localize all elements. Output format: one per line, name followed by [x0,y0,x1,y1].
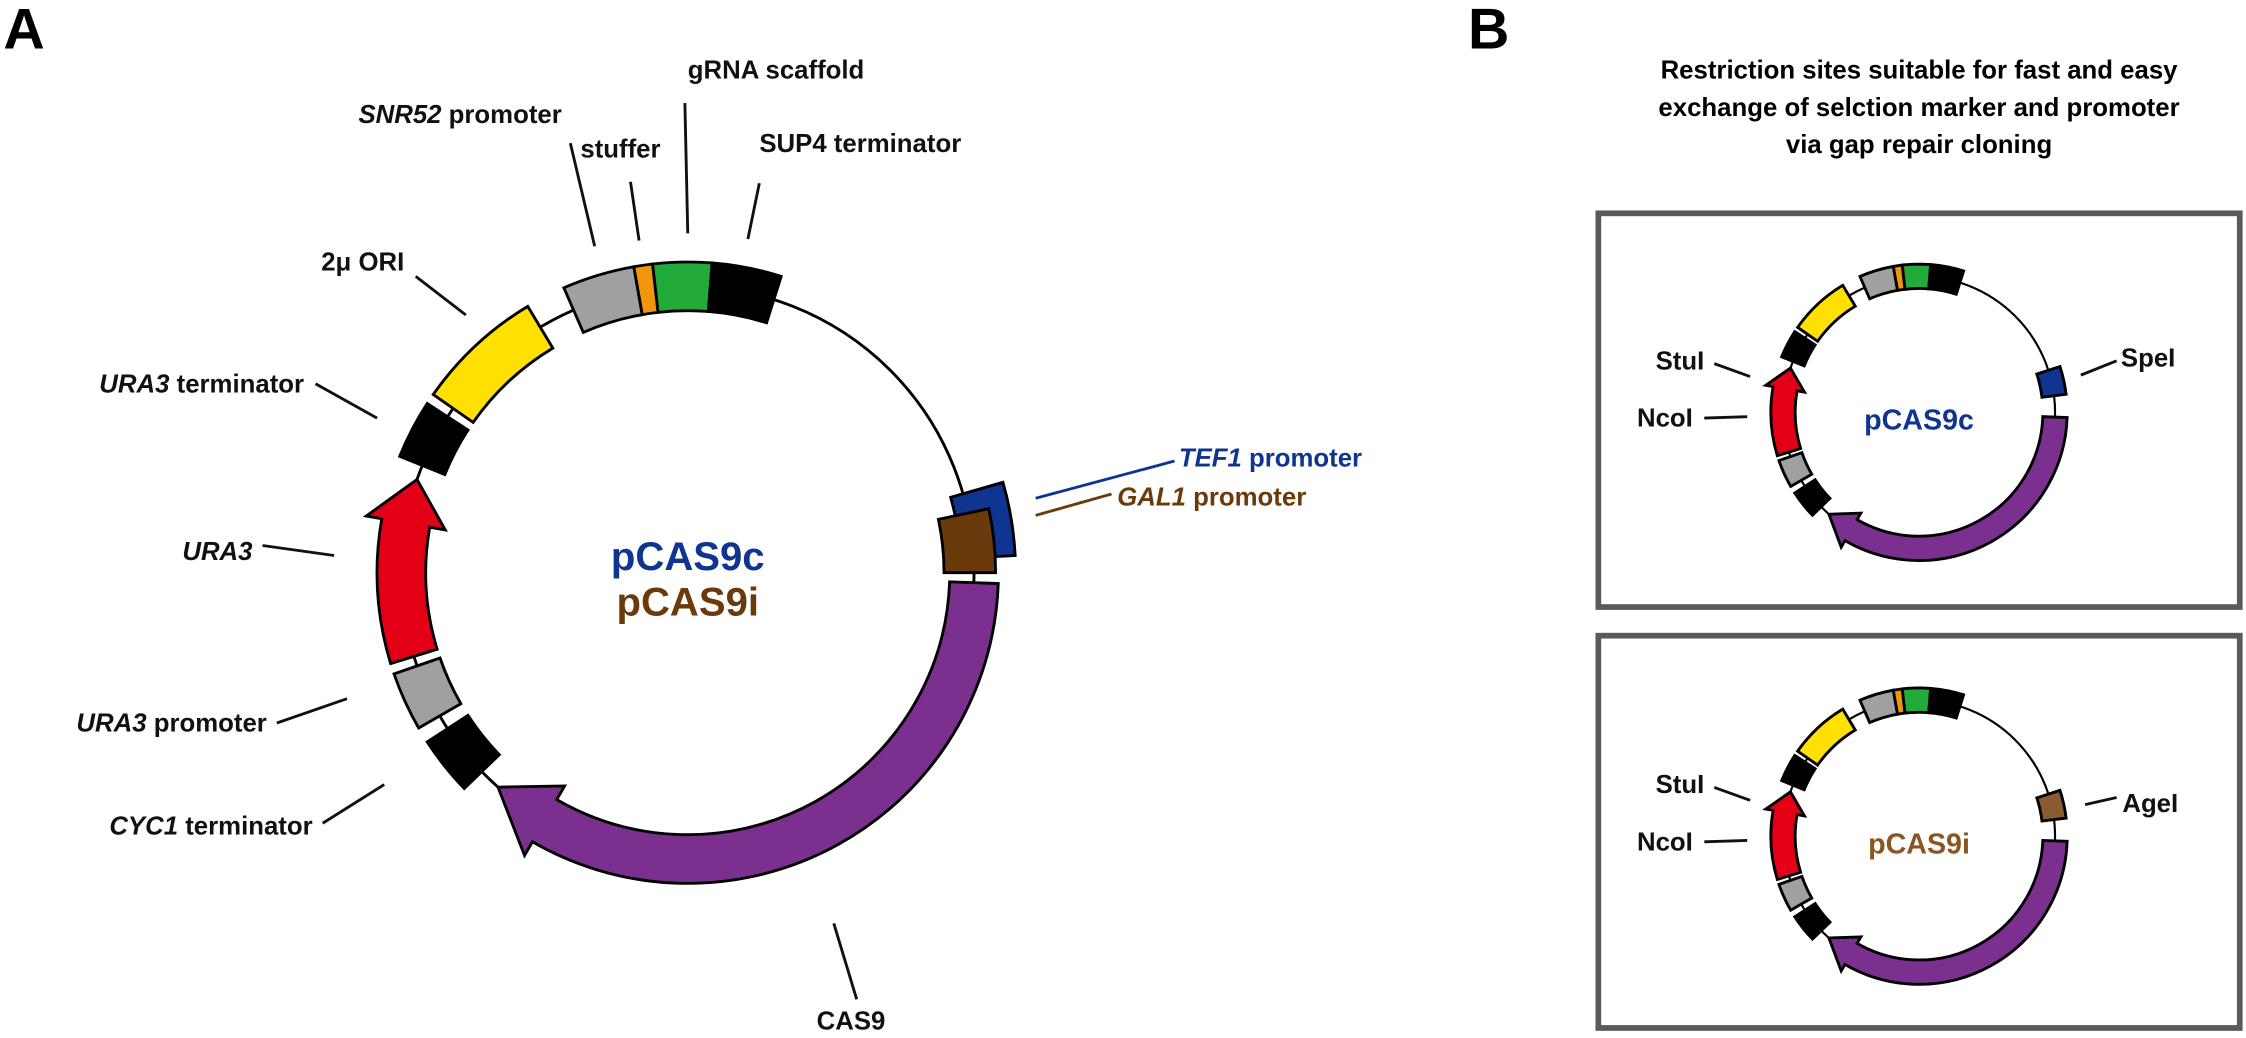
ura3-terminator-block [397,401,470,477]
sup4-terminator-block [1927,686,1966,720]
panel-b-title-line: via gap repair cloning [1786,131,2052,159]
cas9-arrow [1826,415,2069,562]
label-ura3-terminator: URA3 terminator [99,370,304,398]
ura3-promoter-block [1777,450,1814,489]
feature-labels: SNR52 promoter stuffer gRNA scaffold SUP… [76,57,1362,1036]
label-2u-ori: 2μ ORI [321,249,404,277]
leader-line [321,783,385,825]
leader-line [568,142,597,247]
restriction-site-labels-pcas9i: StuI NcoI AgeI pCAS9i [1637,771,2178,860]
map-box-pcas9c [1595,210,2243,610]
label-sup4-terminator: SUP4 terminator [759,130,961,158]
ura3-terminator-block [1779,329,1818,368]
ura3-arrow [1762,789,1808,882]
cas9-arrow [1826,838,2069,986]
grna-scaffold-block [1900,262,1933,291]
leader-line [1713,786,1751,802]
snr52-promoter-block [1858,688,1900,725]
label-ura3-promoter: URA3 promoter [76,710,266,738]
center-label-pcas9i-small: pCAS9i [1868,828,1970,860]
tef1-promoter-block [2035,364,2068,399]
panel-a-letter: A [3,0,44,62]
leader-line [832,923,859,1000]
label-cyc1-terminator: CYC1 terminator [109,813,312,841]
ura3-promoter-block [392,656,463,730]
leader-line [1713,362,1751,378]
plasmid-map-pcas9c [1762,262,2069,562]
2u-ori-block [431,304,555,425]
leader-line [414,275,467,317]
leader-line-tef1 [1035,459,1175,500]
restriction-site-labels-pcas9c: StuI NcoI SpeI pCAS9c [1637,345,2175,437]
plasmid-map-pcas9i [1762,686,2069,986]
sup4-terminator-block [1927,263,1966,297]
panel-b-letter: B [1468,0,1509,62]
leader-line [276,697,348,725]
center-label-pcas9c: pCAS9c [611,535,765,579]
site-ncoi: NcoI [1637,828,1693,856]
cyc1-terminator-block [1792,901,1832,942]
center-label-pcas9c-small: pCAS9c [1864,405,1974,437]
map-box-pcas9i [1595,632,2243,1031]
leader-line [2084,796,2117,807]
ura3-promoter-block [1777,874,1814,913]
label-tef1-promoter: TEF1 promoter [1179,445,1362,473]
label-ura3: URA3 [182,538,253,566]
cas9-arrow [495,580,1000,885]
2u-ori-block [1795,283,1858,344]
2u-ori-block [1795,707,1858,768]
leader-line [683,103,690,234]
leader-line [629,181,641,241]
label-stuffer: stuffer [580,135,660,163]
gal1-promoter-block [2035,788,2068,823]
grna-scaffold-block [651,260,714,314]
leader-line [2080,359,2118,377]
site-ncoi: NcoI [1637,405,1693,433]
leader-line [1704,415,1748,420]
ura3-terminator-block [1779,753,1818,792]
gal1-promoter-block [936,506,998,575]
panel-b-title-line: Restriction sites suitable for fast and … [1661,57,2179,85]
site-spei: SpeI [2121,345,2175,373]
leader-line-gal1 [1035,492,1112,517]
label-grna-scaffold: gRNA scaffold [688,57,865,85]
label-snr52-promoter: SNR52 promoter [358,101,561,129]
label-cas9: CAS9 [817,1007,886,1035]
snr52-promoter-block [561,265,644,335]
cyc1-terminator-block [1792,477,1832,518]
site-stui: StuI [1656,771,1705,799]
leader-line [314,382,378,420]
leader-line [1704,838,1748,844]
cyc1-terminator-block [425,713,502,791]
label-gal1-promoter: GAL1 promoter [1117,483,1306,511]
plasmid-map-main [362,260,1017,885]
sup4-terminator-block [706,261,783,325]
panel-b-title-line: exchange of selction marker and promoter [1658,94,2179,122]
site-agei: AgeI [2122,790,2178,818]
ura3-arrow [362,477,448,666]
leader-line [262,544,335,557]
center-label-pcas9i: pCAS9i [616,581,759,625]
grna-scaffold-block [1900,686,1933,715]
leader-line [746,182,761,240]
ura3-arrow [1762,365,1808,458]
site-stui: StuI [1656,347,1705,375]
snr52-promoter-block [1858,264,1900,301]
